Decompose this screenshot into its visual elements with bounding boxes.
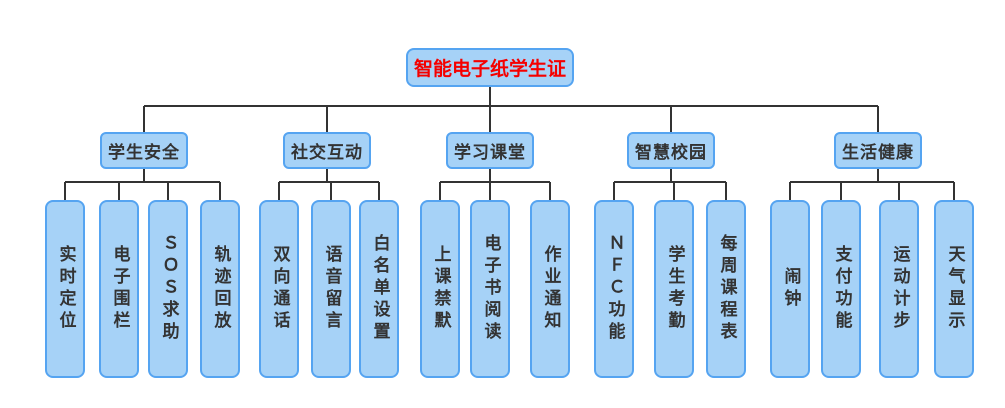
leaf-node-weekly-schedule: 每周课程表 xyxy=(706,200,746,378)
leaf-node-two-way-call: 双向通话 xyxy=(259,200,299,378)
leaf-node-realtime-location: 实时定位 xyxy=(45,200,85,378)
category-label: 生活健康 xyxy=(842,143,914,163)
leaf-label: 运动计步 xyxy=(889,245,910,333)
root-node-smart-epaper-student-id: 智能电子纸学生证 xyxy=(406,48,574,87)
leaf-label: 双向通话 xyxy=(269,245,290,333)
leaf-label: 电子围栏 xyxy=(109,245,130,333)
leaf-node-weather-display: 天气显示 xyxy=(934,200,974,378)
category-node-smart-campus: 智慧校园 xyxy=(627,132,715,169)
leaf-label: 实时定位 xyxy=(55,245,76,333)
leaf-label: 作业通知 xyxy=(540,245,561,333)
leaf-node-whitelist-settings: 白名单设置 xyxy=(359,200,399,378)
leaf-node-step-counter: 运动计步 xyxy=(879,200,919,378)
category-node-social-interaction: 社交互动 xyxy=(283,132,371,169)
leaf-label: 上课禁默 xyxy=(430,245,451,333)
root-node-label: 智能电子纸学生证 xyxy=(413,58,566,80)
leaf-label: ＮＦＣ功能 xyxy=(604,234,625,344)
leaf-label: 闹钟 xyxy=(780,267,801,311)
leaf-label: ＳＯＳ求助 xyxy=(158,234,179,344)
leaf-label: 白名单设置 xyxy=(369,234,390,344)
leaf-label: 语音留言 xyxy=(321,245,342,333)
category-label: 智慧校园 xyxy=(635,143,707,163)
leaf-label: 电子书阅读 xyxy=(480,234,501,344)
leaf-label: 每周课程表 xyxy=(716,234,737,344)
leaf-label: 支付功能 xyxy=(831,245,852,333)
category-label: 学习课堂 xyxy=(454,143,526,163)
connector-group-social-interaction xyxy=(278,169,380,200)
leaf-node-ebook-reading: 电子书阅读 xyxy=(470,200,510,378)
leaf-node-payment-function: 支付功能 xyxy=(821,200,861,378)
leaf-label: 天气显示 xyxy=(944,245,965,333)
connector-group-student-safety xyxy=(64,169,221,200)
leaf-node-electronic-fence: 电子围栏 xyxy=(99,200,139,378)
leaf-label: 学生考勤 xyxy=(664,245,685,333)
connector-root-to-categories xyxy=(143,87,879,132)
category-node-learning-classroom: 学习课堂 xyxy=(446,132,534,169)
connector-group-learning-classroom xyxy=(439,169,551,200)
category-label: 学生安全 xyxy=(108,143,180,163)
leaf-node-homework-notice: 作业通知 xyxy=(530,200,570,378)
leaf-node-voice-message: 语音留言 xyxy=(311,200,351,378)
leaf-node-alarm-clock: 闹钟 xyxy=(770,200,810,378)
connector-group-smart-campus xyxy=(613,169,727,200)
category-node-life-health: 生活健康 xyxy=(834,132,922,169)
leaf-node-nfc-function: ＮＦＣ功能 xyxy=(594,200,634,378)
leaf-node-sos-help: ＳＯＳ求助 xyxy=(148,200,188,378)
category-node-student-safety: 学生安全 xyxy=(100,132,188,169)
connector-group-life-health xyxy=(789,169,955,200)
leaf-node-student-attendance: 学生考勤 xyxy=(654,200,694,378)
leaf-node-track-playback: 轨迹回放 xyxy=(200,200,240,378)
category-label: 社交互动 xyxy=(291,143,363,163)
leaf-node-class-silence: 上课禁默 xyxy=(420,200,460,378)
leaf-label: 轨迹回放 xyxy=(210,245,231,333)
